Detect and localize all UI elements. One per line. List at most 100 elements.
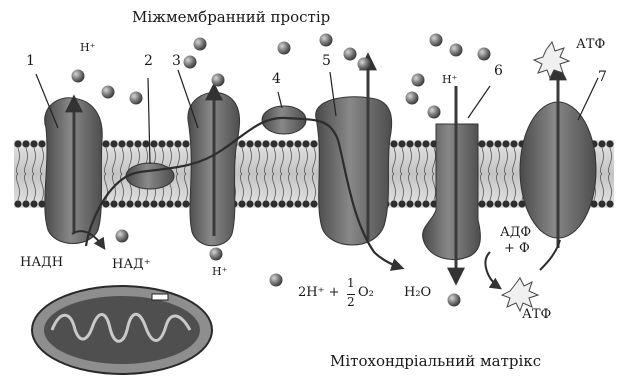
lipid-head [422,140,429,147]
proton-particle [130,92,143,105]
lipid-head [302,140,309,147]
complex-number-3: 3 [172,54,181,68]
lipid-head [134,140,141,147]
proton-label-top-1: H⁺ [80,42,95,53]
lipid-head [486,200,493,207]
lipid-head [110,200,117,207]
lipid-head [294,140,301,147]
lipid-head [406,200,413,207]
lipid-head [502,200,509,207]
proton-particle [344,48,357,61]
lipid-head [286,140,293,147]
oxygen-label: O₂ [358,286,374,299]
proton-label-top-6: H⁺ [442,74,457,85]
proton-particle [320,34,333,47]
proton-particle [450,44,463,57]
proton-particle [412,74,425,87]
lipid-head [14,140,21,147]
complex-number-7: 7 [598,70,607,84]
lipid-head [118,200,125,207]
nad-plus-label: НАД⁺ [112,258,151,271]
lipid-head [270,200,277,207]
lipid-head [494,140,501,147]
lipid-head [182,200,189,207]
lipid-head [494,200,501,207]
lipid-head [126,200,133,207]
lipid-head [606,200,613,207]
intermembrane-space-title: Міжмембранний простір [132,10,330,25]
lipid-head [510,200,517,207]
atp-bottom-label: АТФ [522,308,551,321]
mitochondrial-matrix-title: Мітохондріальний матрікс [330,354,541,369]
lipid-head [118,140,125,147]
lipid-head [158,200,165,207]
lipid-head [174,200,181,207]
fraction-denominator: 2 [347,294,355,308]
lipid-head [286,200,293,207]
lipid-head [598,140,605,147]
fraction-numerator: 1 [347,277,355,289]
lipid-head [414,140,421,147]
lipid-head [246,140,253,147]
lipid-head [398,200,405,207]
proton-particle [448,294,461,307]
lipid-head [310,140,317,147]
lipid-head [22,140,29,147]
proton-particle [428,106,441,119]
lipid-head [302,200,309,207]
lipid-head [478,140,485,147]
lipid-head [390,140,397,147]
complex-number-2: 2 [144,54,153,68]
lipid-head [406,140,413,147]
lipid-head [278,200,285,207]
proton-particle [358,58,371,71]
water-reaction-left: 2H⁺ + [298,286,340,299]
lipid-head [478,200,485,207]
lipid-head [238,140,245,147]
water-label: H₂O [404,286,431,299]
lipid-head [30,140,37,147]
proton-particle [212,74,225,87]
lipid-head [262,200,269,207]
lipid-head [246,200,253,207]
lipid-head [166,140,173,147]
lipid-head [110,140,117,147]
proton-particle [210,248,223,261]
complex-5-cytochrome-oxidase [316,56,392,245]
complex-number-4: 4 [272,72,281,86]
lipid-head [238,200,245,207]
nadh-label: НАДН [20,256,63,269]
lipid-head [254,200,261,207]
lipid-head [262,140,269,147]
proton-particle [406,92,419,105]
lipid-head [502,140,509,147]
complex-3-cytochrome-bc1 [188,86,240,246]
lipid-head [398,140,405,147]
lipid-head [254,140,261,147]
proton-particle [102,86,115,99]
lipid-head [150,140,157,147]
lipid-head [278,140,285,147]
atp-top-burst [534,42,569,78]
proton-particle [72,70,85,83]
lipid-head [166,200,173,207]
lipid-head [38,140,45,147]
complex-number-6: 6 [494,64,503,78]
lipid-head [310,200,317,207]
lipid-head [134,200,141,207]
complex-7-atp-synthase [520,66,596,248]
lipid-head [390,200,397,207]
lipid-head [422,200,429,207]
lipid-head [606,140,613,147]
proton-label-bottom: H⁺ [212,266,227,277]
complex-number-1: 1 [26,54,35,68]
complex-number-5: 5 [322,54,331,68]
lipid-head [414,200,421,207]
complex-2-ubiquinone [126,163,174,189]
proton-particle [116,230,129,243]
lipid-head [30,200,37,207]
proton-particle [278,42,291,55]
lipid-head [158,140,165,147]
lipid-head [142,140,149,147]
